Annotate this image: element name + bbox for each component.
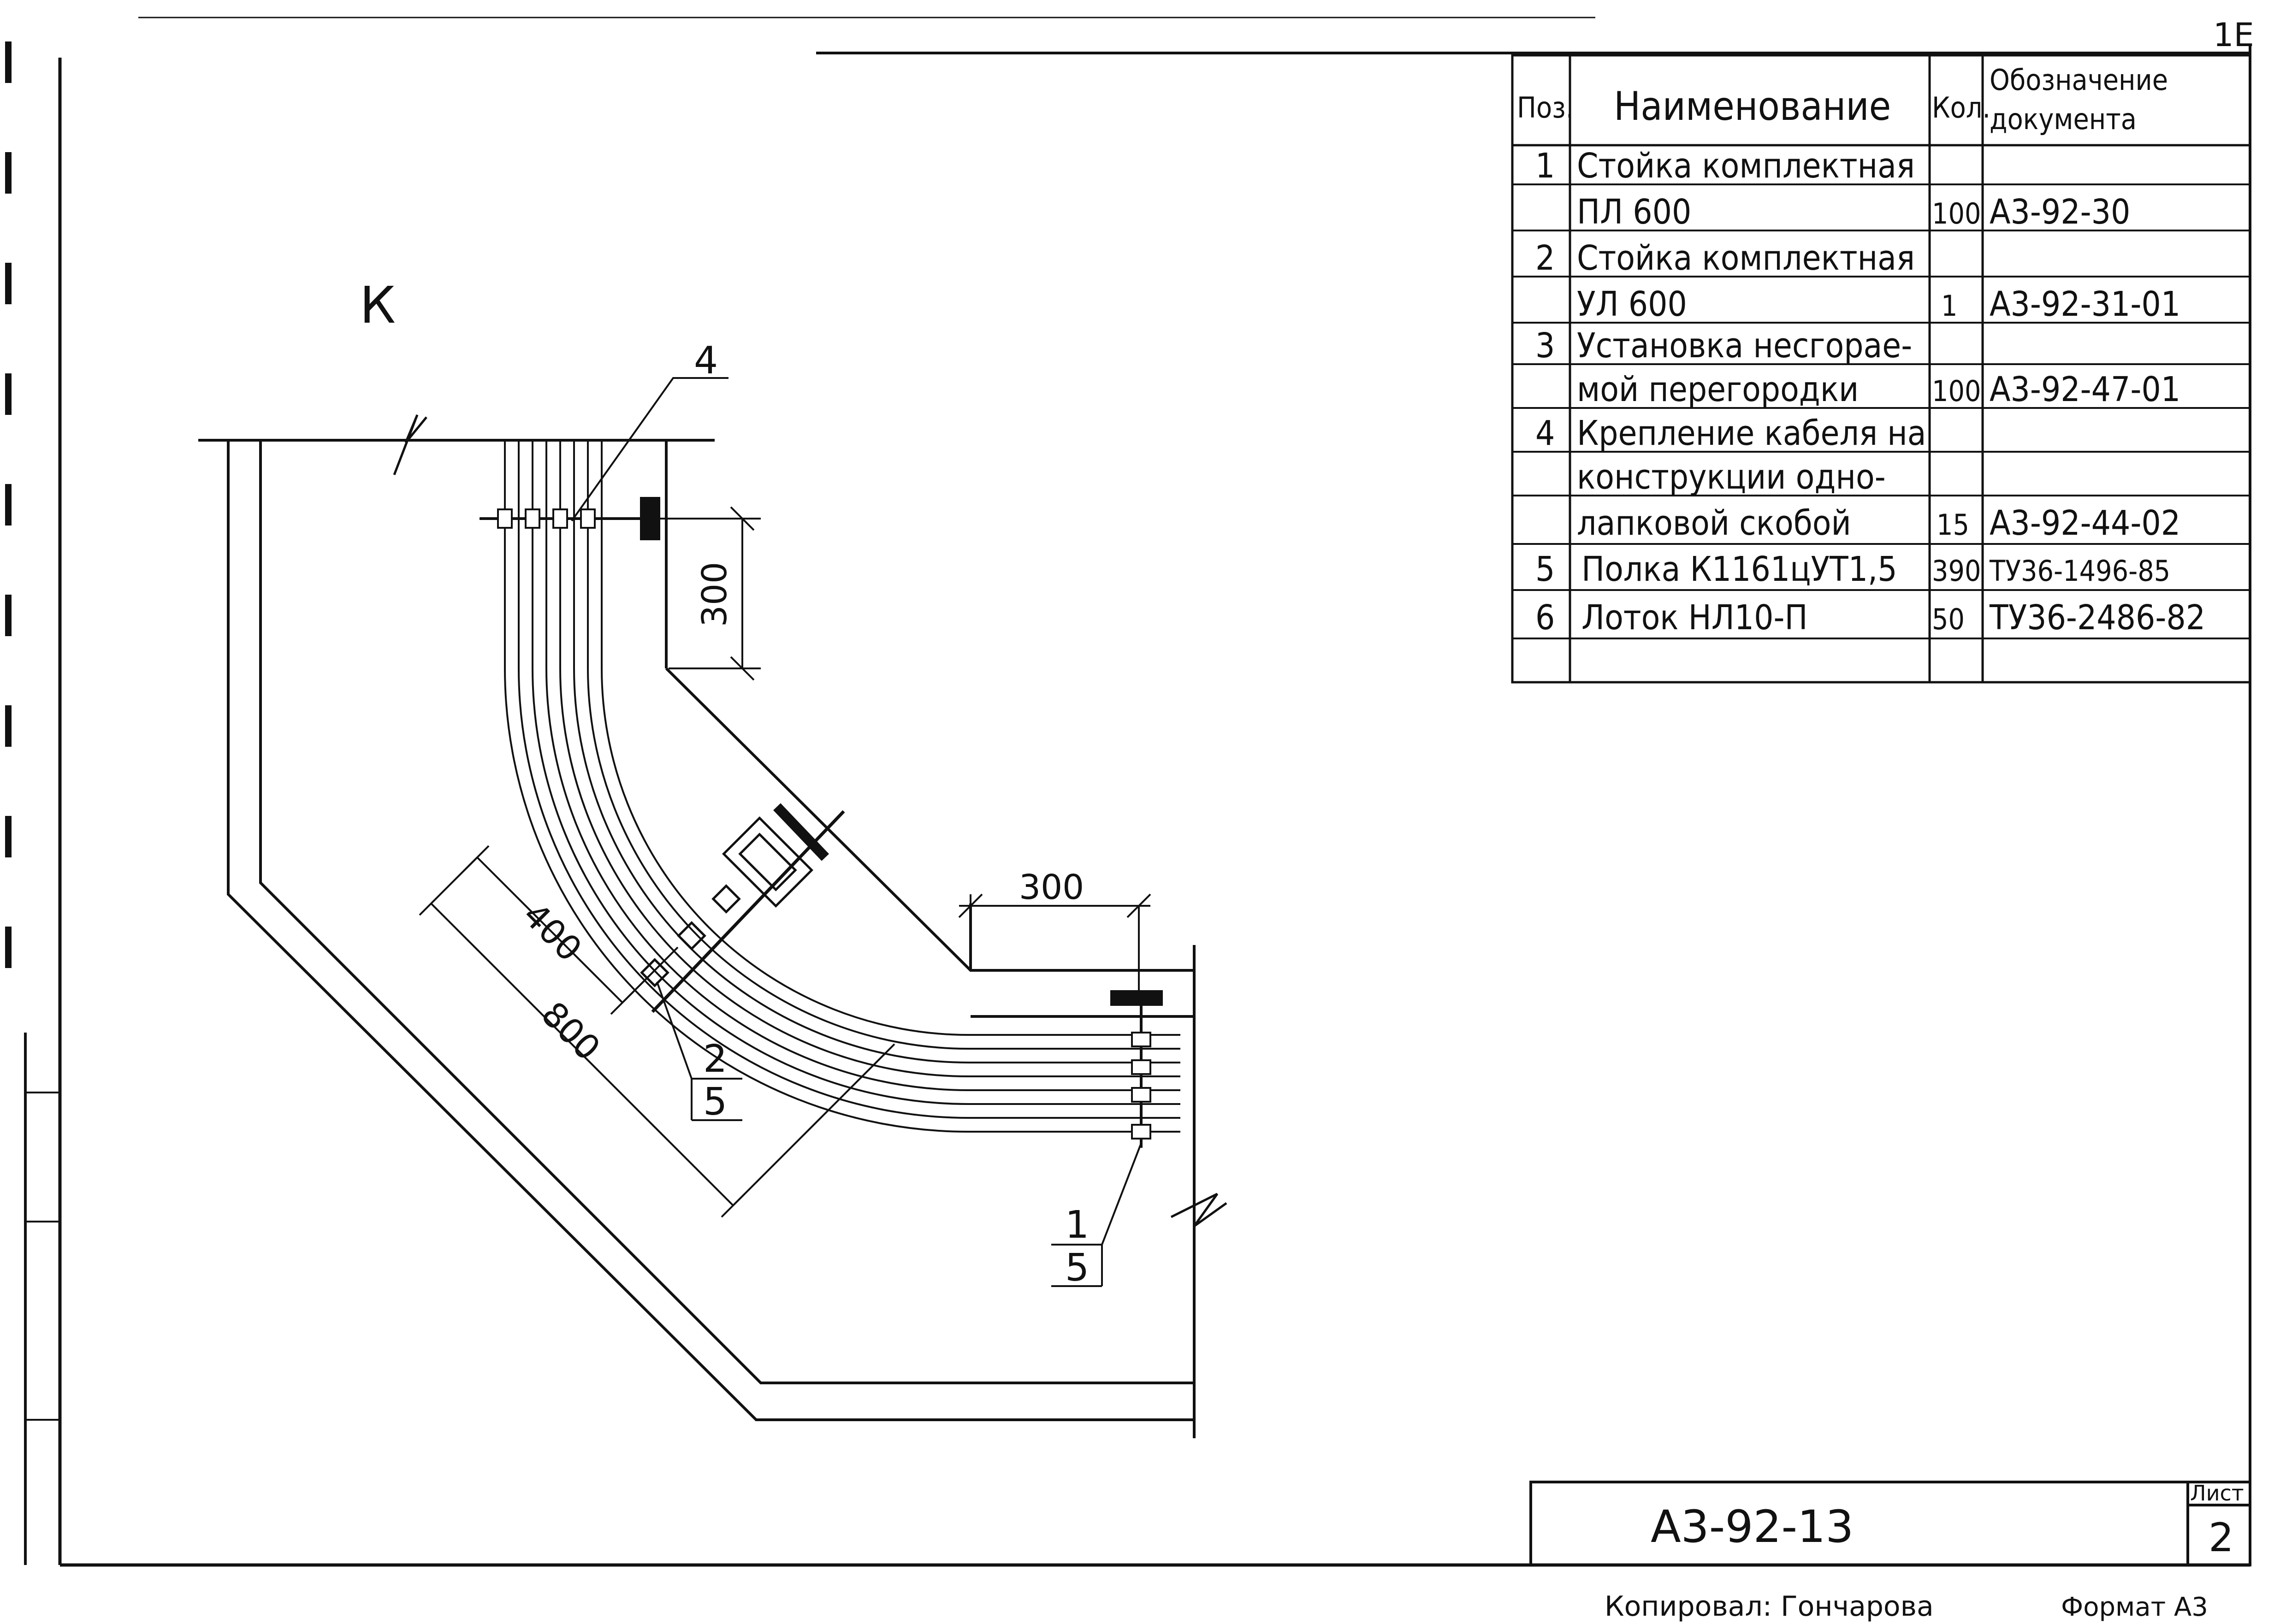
header-doc-line2: документа bbox=[1990, 102, 2137, 136]
specification-table: Поз. Наименование Кол. Обозначение докум… bbox=[1511, 54, 2251, 684]
header-pos: Поз. bbox=[1517, 91, 1574, 124]
sheet-number: 2 bbox=[2209, 1515, 2234, 1561]
row-11-pos: 6 bbox=[1535, 598, 1555, 638]
callout-1-reference: 5 bbox=[1065, 1246, 1089, 1290]
header-qty: Кол. bbox=[1932, 91, 1990, 124]
callout-4: 4 bbox=[694, 339, 718, 383]
row-4-name: УЛ 600 bbox=[1577, 284, 1687, 324]
sheet-label: Лист bbox=[2190, 1481, 2244, 1506]
row-5-name: Установка несгорае- bbox=[1577, 326, 1912, 366]
header-name: Наименование bbox=[1614, 83, 1891, 130]
dim-vertical-300: 300 bbox=[695, 562, 734, 627]
callout-leaders bbox=[571, 377, 1142, 1287]
row-4-doc: А3-92-31-01 bbox=[1990, 284, 2180, 324]
corner-mark: 1Е bbox=[2213, 16, 2254, 54]
row-11-doc: ТУ36-2486-82 bbox=[1989, 598, 2205, 638]
row-9-qty: 15 bbox=[1937, 508, 1969, 542]
view-label: К bbox=[360, 276, 396, 335]
tray-outline bbox=[198, 439, 1196, 1438]
row-6-qty: 100 bbox=[1932, 374, 1981, 408]
row-9-doc: А3-92-44-02 bbox=[1990, 503, 2180, 543]
row-11-qty: 50 bbox=[1932, 602, 1965, 636]
dimension-lines bbox=[419, 506, 1151, 1218]
callout-2-reference: 5 bbox=[703, 1080, 727, 1124]
shelf-bracket bbox=[640, 803, 845, 1013]
header-doc-line1: Обозначение bbox=[1990, 63, 2168, 97]
row-5-pos: 3 bbox=[1535, 326, 1555, 366]
cable-clamps bbox=[480, 497, 1163, 1148]
row-6-name: мой перегородки bbox=[1577, 370, 1859, 409]
row-4-qty: 1 bbox=[1941, 289, 1957, 323]
row-1-pos: 1 bbox=[1535, 146, 1555, 186]
row-10-pos: 5 bbox=[1535, 549, 1555, 589]
callout-1-position: 1 bbox=[1065, 1203, 1089, 1247]
row-7-pos: 4 bbox=[1535, 413, 1555, 453]
row-10-qty: 390 bbox=[1932, 554, 1981, 588]
row-1-name: Стойка комплектная bbox=[1577, 146, 1915, 186]
dim-diagonal-800: 800 bbox=[533, 994, 608, 1069]
row-2-name: ПЛ 600 bbox=[1577, 192, 1691, 232]
break-marks bbox=[393, 414, 1227, 1228]
row-3-pos: 2 bbox=[1535, 238, 1555, 278]
row-10-doc: ТУ36-1496-85 bbox=[1989, 554, 2170, 588]
row-6-doc: А3-92-47-01 bbox=[1990, 370, 2180, 409]
row-3-name: Стойка комплектная bbox=[1577, 238, 1915, 278]
footer-format: Формат А3 bbox=[2061, 1592, 2208, 1622]
row-9-name: лапковой скобой bbox=[1577, 503, 1851, 543]
document-number: А3-92-13 bbox=[1651, 1501, 1854, 1553]
row-2-doc: А3-92-30 bbox=[1990, 192, 2130, 232]
row-10-name: Полка К1161цУТ1,5 bbox=[1581, 549, 1897, 589]
row-11-name: Лоток НЛ10-П bbox=[1581, 598, 1808, 638]
title-block bbox=[1529, 1481, 2251, 1566]
row-8-name: конструкции одно- bbox=[1577, 457, 1886, 497]
dim-horizontal-300: 300 bbox=[1019, 868, 1084, 907]
row-7-name: Крепление кабеля на bbox=[1577, 413, 1926, 453]
callout-2-position: 2 bbox=[703, 1037, 727, 1081]
cable-bundle bbox=[504, 440, 1180, 1133]
row-2-qty: 100 bbox=[1932, 197, 1981, 230]
footer-copied-by: Копировал: Гончарова bbox=[1605, 1590, 1934, 1622]
